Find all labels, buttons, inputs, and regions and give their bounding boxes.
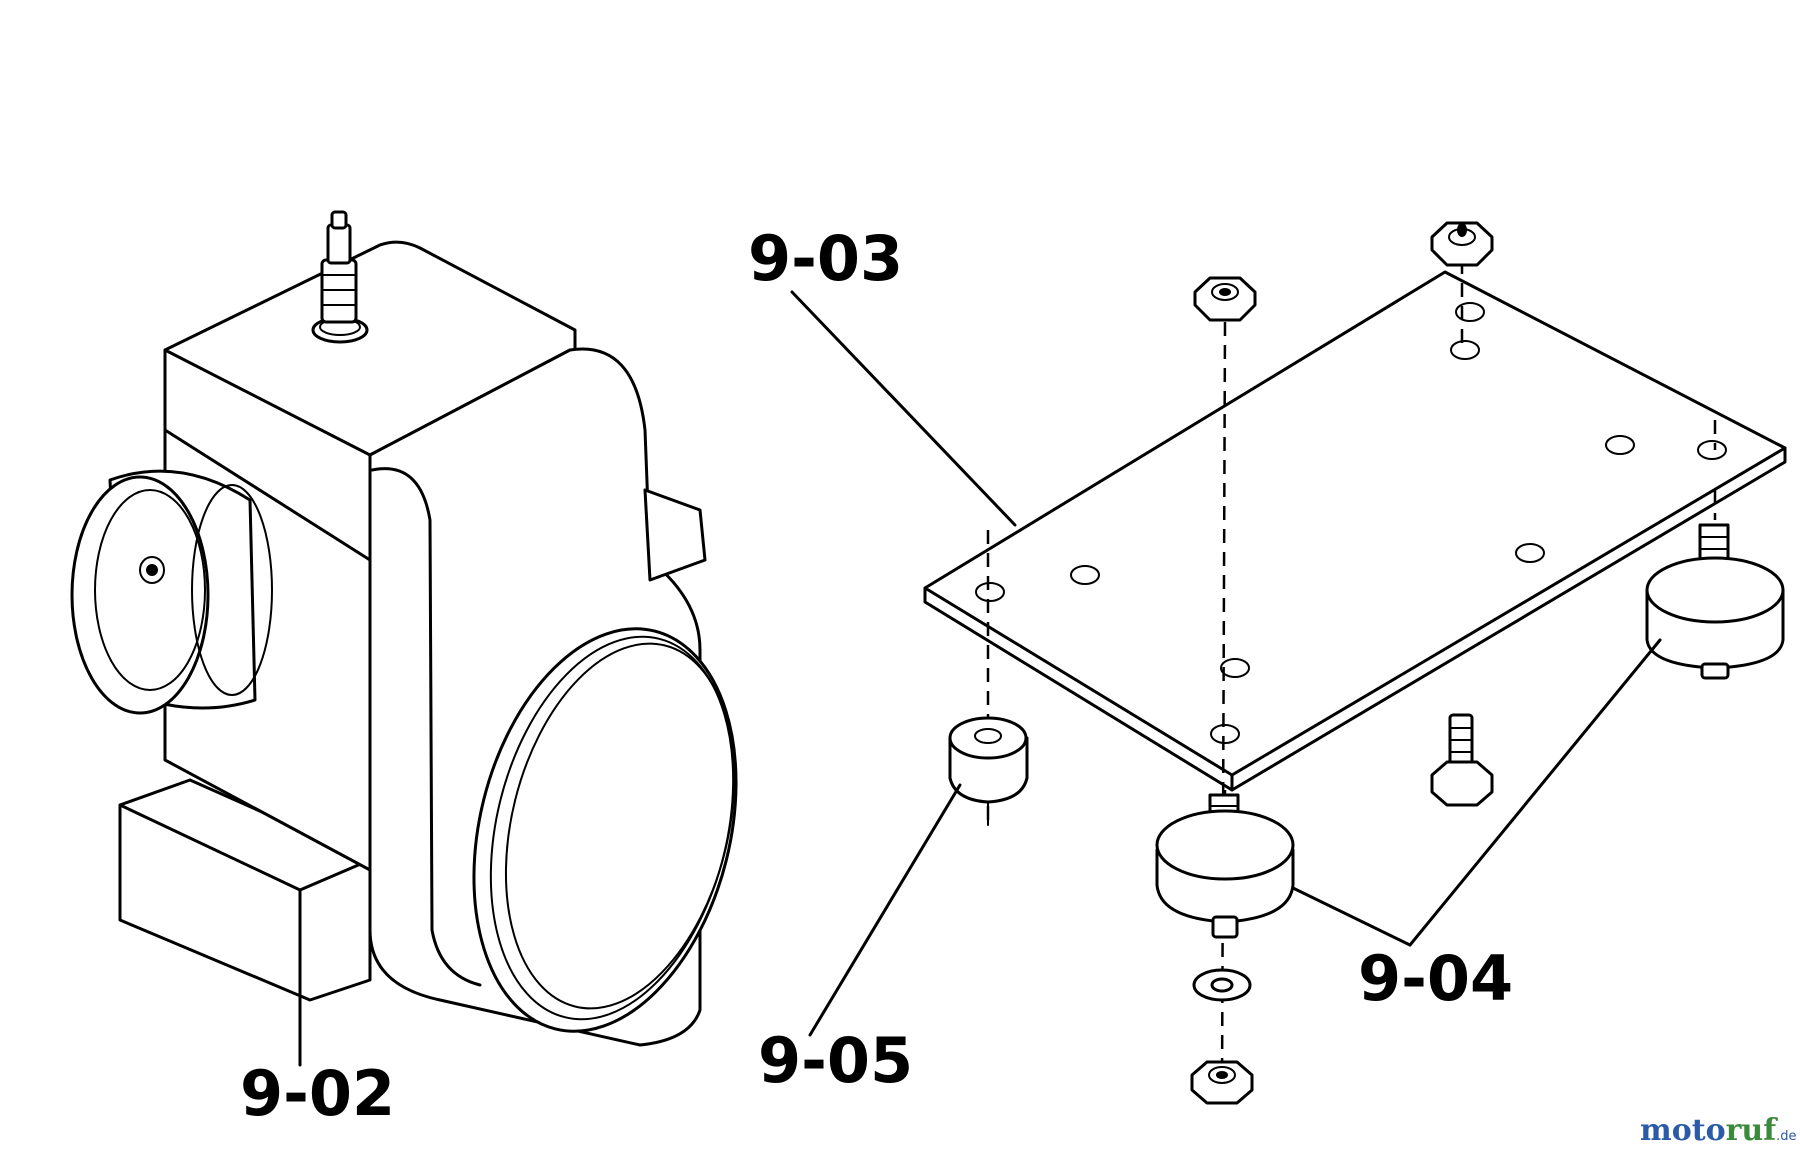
- part-label-9-02: 9-02: [240, 1057, 395, 1130]
- gearbox-housing: [70, 210, 738, 1047]
- plate-holes: [975, 302, 1727, 744]
- rubber-mount-right: [1645, 523, 1785, 680]
- part-label-9-03: 9-03: [748, 222, 903, 295]
- watermark-brand-a: moto: [1640, 1113, 1726, 1148]
- hex-nut-top-right: [1430, 221, 1494, 267]
- leader-9-04-bottom: [1291, 886, 1412, 947]
- svg-text:motoruf.de: motoruf.de: [1640, 1113, 1797, 1148]
- watermark-brand-b: ruf: [1726, 1113, 1779, 1148]
- leader-9-05: [808, 783, 962, 1037]
- part-label-9-04: 9-04: [1358, 942, 1513, 1015]
- part-label-9-05: 9-05: [758, 1024, 913, 1097]
- hex-nut-bottom: [1190, 1060, 1254, 1105]
- bolt-middle: [1430, 713, 1494, 807]
- leader-9-03: [790, 290, 1017, 527]
- watermark-tld: .de: [1776, 1129, 1796, 1144]
- spacer-9-05: [948, 716, 1029, 826]
- hex-nut-top-middle: [1193, 276, 1257, 322]
- lock-washer: [1192, 968, 1252, 1002]
- rubber-mount-bottom: [1155, 793, 1295, 939]
- leader-9-04-right: [1408, 638, 1662, 947]
- watermark-logo: motoruf.de: [1640, 1113, 1797, 1148]
- mounting-plate: [923, 270, 1787, 792]
